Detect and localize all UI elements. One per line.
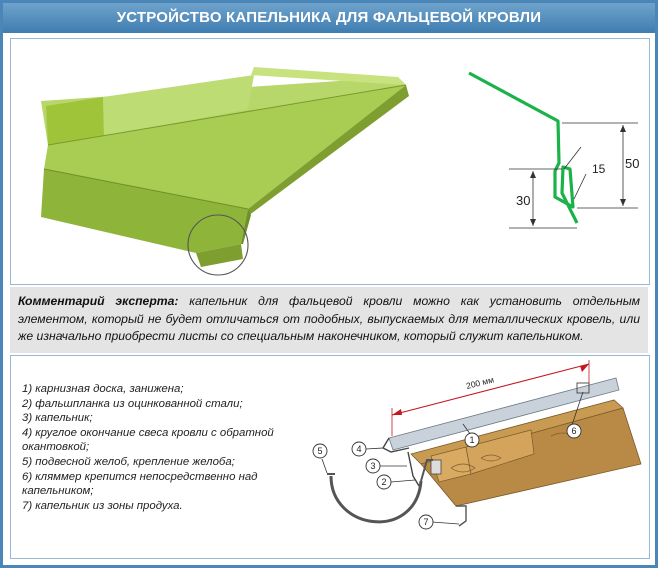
- legend-item: 7) капельник из зоны продуха.: [22, 499, 183, 512]
- top-panel: 50 15 30: [10, 38, 650, 285]
- legend-item: 4) круглое окончание свеса кровли с обра…: [22, 426, 274, 454]
- dimension-200mm-label: 200 мм: [465, 374, 495, 391]
- comment-lead: Комментарий эксперта:: [18, 294, 179, 308]
- legend-list: 1) карнизная доска, занижена; 2) фальшпл…: [22, 382, 322, 513]
- callout-5: [312, 443, 328, 459]
- dimension-30-label: 30: [516, 193, 530, 208]
- comment-text: капельник для фальцевой кровли можно как…: [18, 294, 641, 343]
- callout-4: [351, 441, 367, 457]
- callout-2-label: 2: [381, 477, 386, 487]
- hanging-gutter: [329, 475, 423, 524]
- rafter: [420, 407, 642, 507]
- callout-7-label: 7: [423, 517, 428, 527]
- rolled-edge: [382, 437, 410, 453]
- legend-item: 5) подвесной желоб, крепление желоба;: [22, 455, 235, 468]
- page-title: УСТРОЙСТВО КАПЕЛЬНИКА ДЛЯ ФАЛЬЦЕВОЙ КРОВ…: [3, 3, 655, 33]
- dimension-line: [391, 363, 590, 416]
- drip-edge-profile: 50 15 30: [468, 71, 639, 229]
- callout-6-label: 6: [571, 426, 576, 436]
- callout-6-7: [418, 514, 434, 530]
- callout-6: [566, 423, 582, 439]
- dimension-15-label: 15: [592, 162, 606, 176]
- bottom-panel: 1) карнизная доска, занижена; 2) фальшпл…: [10, 355, 650, 559]
- dimension-50-label: 50: [625, 156, 639, 171]
- drip-edge: [407, 451, 420, 487]
- callout-5-label: 5: [317, 446, 322, 456]
- roof-sheet: [388, 377, 620, 451]
- callout-1: [464, 432, 480, 448]
- legend-item: 3) капельник;: [22, 412, 93, 425]
- drip-edge-illustrations: 50 15 30: [41, 67, 639, 276]
- drip-edge-3d-model: [41, 67, 409, 276]
- vent-drip-edge: [456, 505, 467, 527]
- callout-1-label: 1: [469, 435, 474, 445]
- legend-item: 6) кляммер крепится непосредственно над …: [22, 470, 258, 498]
- callout-4-label: 4: [356, 444, 361, 454]
- callout-2: [376, 474, 392, 490]
- eaves-section-drawing: 200 мм 1: [312, 360, 642, 530]
- detail-circle: [187, 214, 249, 276]
- callout-3: [365, 458, 381, 474]
- flashing: [430, 459, 442, 475]
- callout-3-label: 3: [370, 461, 375, 471]
- legend-item: 1) карнизная доска, занижена;: [22, 383, 184, 395]
- expert-comment: Комментарий эксперта: капельник для фаль…: [10, 287, 648, 353]
- legend-item: 2) фальшпланка из оцинкованной стали;: [22, 397, 243, 410]
